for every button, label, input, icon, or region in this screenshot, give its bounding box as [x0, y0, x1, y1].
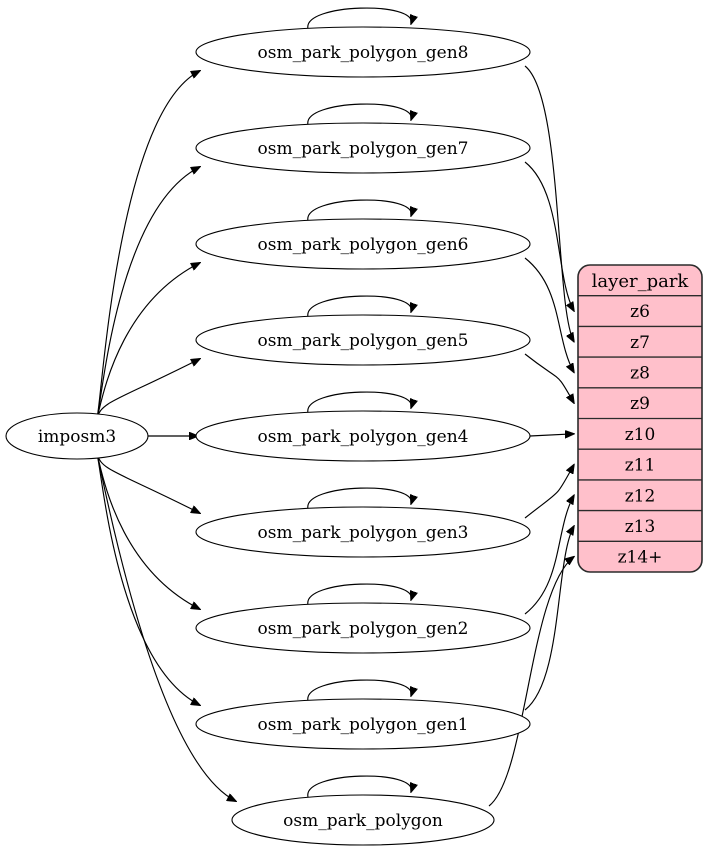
table-title: layer_park — [592, 271, 690, 292]
edge-imposm3-to-gen7 — [96, 167, 200, 419]
node-gen6[interactable]: osm_park_polygon_gen6 — [195, 218, 531, 270]
self-loop-gen6 — [307, 199, 412, 222]
table-row-z11[interactable]: z11 — [625, 456, 656, 476]
layer-park-table: layer_park z6 z7 z8 z9 z10 z11 z12 z13 z14+ — [577, 264, 703, 573]
self-loop-gen2 — [307, 583, 412, 606]
node-label-gen8: osm_park_polygon_gen8 — [258, 43, 469, 63]
self-loop-gen3 — [307, 487, 412, 510]
node-gen1[interactable]: osm_park_polygon_gen1 — [195, 698, 531, 750]
edge-imposm3-to-gen1 — [96, 453, 200, 705]
self-loop-gen5 — [307, 295, 412, 318]
table-row-z9[interactable]: z9 — [630, 394, 650, 414]
node-gen8[interactable]: osm_park_polygon_gen8 — [195, 26, 531, 78]
edge-imposm3-to-base — [96, 453, 236, 801]
edge-gen2-to-z12 — [524, 495, 574, 615]
node-label-gen3: osm_park_polygon_gen3 — [258, 523, 469, 543]
self-loop-gen7 — [307, 103, 412, 126]
edge-gen3-to-z11 — [524, 465, 574, 519]
node-label-gen5: osm_park_polygon_gen5 — [258, 331, 469, 351]
edge-imposm3-to-gen6 — [96, 263, 200, 419]
node-gen4[interactable]: osm_park_polygon_gen4 — [195, 410, 531, 462]
table-row-z7[interactable]: z7 — [630, 333, 650, 353]
table-row-z14plus[interactable]: z14+ — [618, 548, 663, 568]
edges-from-imposm3 — [96, 71, 236, 802]
node-ellipses: osm_park_polygon_gen8 osm_park_polygon_ge… — [5, 26, 531, 846]
edge-gen5-to-z9 — [524, 353, 574, 403]
edge-imposm3-to-gen2 — [96, 453, 200, 609]
self-loop-base — [307, 775, 412, 798]
node-gen5[interactable]: osm_park_polygon_gen5 — [195, 314, 531, 366]
edge-imposm3-to-gen3 — [96, 453, 200, 513]
self-loop-gen1 — [307, 679, 412, 702]
table-row-z10[interactable]: z10 — [625, 425, 656, 445]
self-loop-edges — [307, 7, 412, 798]
edge-gen8-to-z7 — [524, 65, 574, 342]
edge-gen7-to-z6 — [524, 161, 574, 311]
edge-gen4-to-z10 — [529, 434, 574, 436]
node-label-base: osm_park_polygon — [283, 811, 443, 831]
self-loop-gen4 — [307, 391, 412, 414]
node-base[interactable]: osm_park_polygon — [231, 794, 495, 846]
table-row-z13[interactable]: z13 — [625, 517, 656, 537]
edge-gen6-to-z8 — [524, 257, 574, 372]
node-label-gen4: osm_park_polygon_gen4 — [258, 427, 469, 447]
node-label-gen7: osm_park_polygon_gen7 — [258, 139, 469, 159]
node-gen7[interactable]: osm_park_polygon_gen7 — [195, 122, 531, 174]
edges-to-layer-park — [488, 65, 574, 807]
table-row-z6[interactable]: z6 — [630, 302, 650, 322]
edge-base-to-z14plus — [488, 557, 574, 807]
edge-imposm3-to-gen8 — [96, 71, 200, 419]
node-imposm3[interactable]: imposm3 — [5, 412, 149, 460]
node-label-gen6: osm_park_polygon_gen6 — [258, 235, 469, 255]
node-label-imposm3: imposm3 — [38, 427, 116, 447]
table-row-z8[interactable]: z8 — [630, 363, 650, 383]
node-label-gen2: osm_park_polygon_gen2 — [258, 619, 469, 639]
self-loop-gen8 — [307, 7, 412, 30]
edge-imposm3-to-gen5 — [96, 359, 200, 419]
node-gen2[interactable]: osm_park_polygon_gen2 — [195, 602, 531, 654]
edge-gen1-to-z13 — [524, 526, 574, 711]
node-gen3[interactable]: osm_park_polygon_gen3 — [195, 506, 531, 558]
table-row-z12[interactable]: z12 — [625, 486, 656, 506]
node-label-gen1: osm_park_polygon_gen1 — [258, 715, 469, 735]
